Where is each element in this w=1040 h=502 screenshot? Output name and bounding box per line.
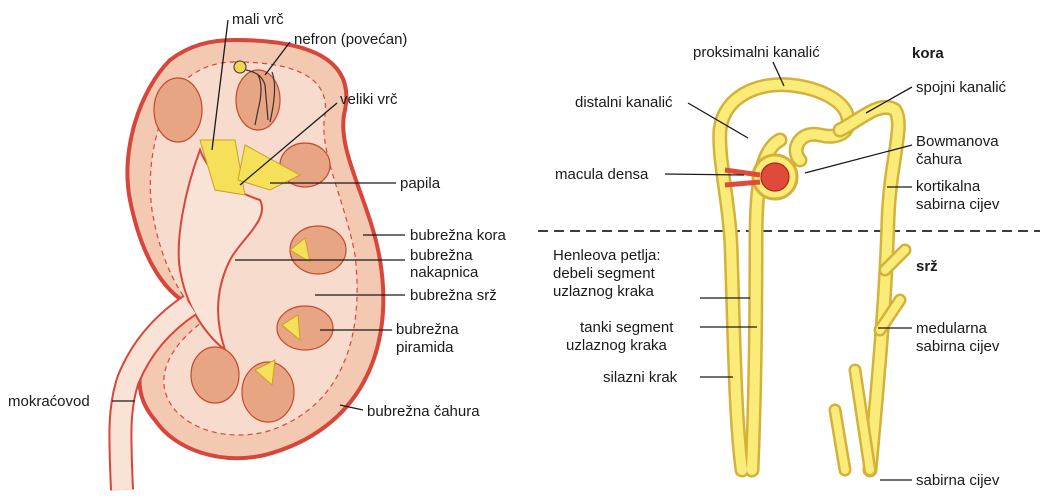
label-tanki-1: tanki segment [580,319,674,336]
label-spojni: spojni kanalić [916,79,1007,96]
label-kortikalna-2: sabirna cijev [916,196,1000,213]
label-papila: papila [400,175,441,192]
label-henle-1: Henleova petlja: [553,247,661,264]
label-srz: bubrežna srž [410,287,497,304]
label-kortikalna-1: kortikalna [916,178,981,195]
label-cahura: bubrežna čahura [367,403,480,420]
label-sabirna: sabirna cijev [916,472,1000,489]
label-medularna-2: sabirna cijev [916,338,1000,355]
label-bowman-2: čahura [916,151,963,168]
label-macula: macula densa [555,166,649,183]
label-nefron: nefron (povećan) [294,31,407,48]
duct-branches-outline [835,250,905,470]
label-silazni: silazni krak [603,369,678,386]
label-bowman-1: Bowmanova [916,133,999,150]
label-distalni: distalni kanalić [575,94,673,111]
label-nakapnica-1: bubrežna [410,247,473,264]
pyramid-6 [191,347,239,403]
label-piramida-1: bubrežna [396,321,459,338]
label-tanki-2: uzlaznog kraka [566,337,668,354]
pyramid-1 [154,78,202,142]
label-mali-vrc: mali vrč [232,11,284,28]
label-nakapnica-2: nakapnica [410,264,479,281]
label-kora: bubrežna kora [410,227,507,244]
label-henle-2: debeli segment [553,265,656,282]
label-proksimalni: proksimalni kanalić [693,44,820,61]
label-srz-title: srž [916,258,938,275]
label-medularna-1: medularna [916,320,988,337]
label-mokracovod: mokraćovod [8,393,90,410]
nephron-labels: proksimalni kanalić kora distalni kanali… [553,44,1007,489]
label-piramida-2: piramida [396,339,454,356]
label-kora-title: kora [912,45,944,62]
label-veliki-vrc: veliki vrč [340,91,398,108]
nephron-illustration [720,85,905,470]
label-henle-3: uzlaznog kraka [553,283,655,300]
glomerulus [761,163,789,191]
